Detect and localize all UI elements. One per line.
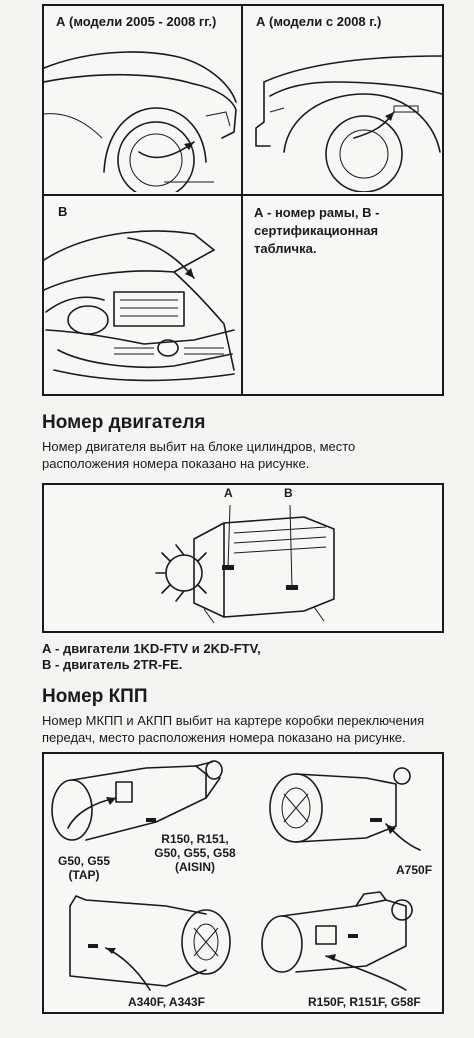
engine-marker-a: A [224, 486, 233, 500]
manual-transmission-illustration-r150f [261, 891, 413, 991]
automatic-transmission-illustration-a340f [69, 895, 231, 991]
label-b: В [58, 204, 68, 219]
gearbox-figure: G50, G55 (TAP) R150, R151, G50, G55, G58… [42, 752, 444, 1014]
truck-front-wheel-illustration-new [255, 55, 442, 192]
engine-caption-line2: В - двигатель 2TR-FE. [42, 657, 183, 672]
engine-number-heading: Номер двигателя [42, 412, 206, 433]
engine-marker-b: B [284, 486, 293, 500]
vin-caption: А - номер рамы, В - сертификационная таб… [254, 205, 380, 256]
label-a340f: A340F, A343F [128, 995, 205, 1009]
engine-caption-line1: А - двигатели 1KD-FTV и 2KD-FTV, [42, 641, 261, 656]
engine-number-text: Номер двигателя выбит на блоке цилиндров… [42, 439, 356, 471]
label-a-2005-2008: А (модели 2005 - 2008 гг.) [56, 14, 217, 29]
truck-front-wheel-illustration-old [44, 51, 237, 192]
engine-figure: A B [42, 483, 444, 633]
engine-block-illustration [155, 504, 335, 624]
vin-location-figure: А (модели 2005 - 2008 гг.) А (модели с 2… [42, 4, 444, 396]
engine-bay-illustration [44, 230, 235, 382]
manual-transmission-illustration-left [51, 760, 223, 841]
label-r150f: R150F, R151F, G58F [308, 995, 421, 1009]
automatic-transmission-illustration-a750f [269, 767, 421, 851]
label-a-from-2008: А (модели с 2008 г.) [256, 14, 382, 29]
label-a750f: A750F [396, 863, 433, 877]
grid-horizontal-divider [44, 194, 442, 196]
label-aisin: R150, R151, G50, G55, G58 (AISIN) [154, 832, 236, 874]
gearbox-number-text: Номер МКПП и АКПП выбит на картере короб… [42, 713, 425, 745]
label-tap: G50, G55 (TAP) [57, 854, 111, 882]
gearbox-number-heading: Номер КПП [42, 686, 148, 707]
grid-vertical-divider [241, 6, 243, 394]
